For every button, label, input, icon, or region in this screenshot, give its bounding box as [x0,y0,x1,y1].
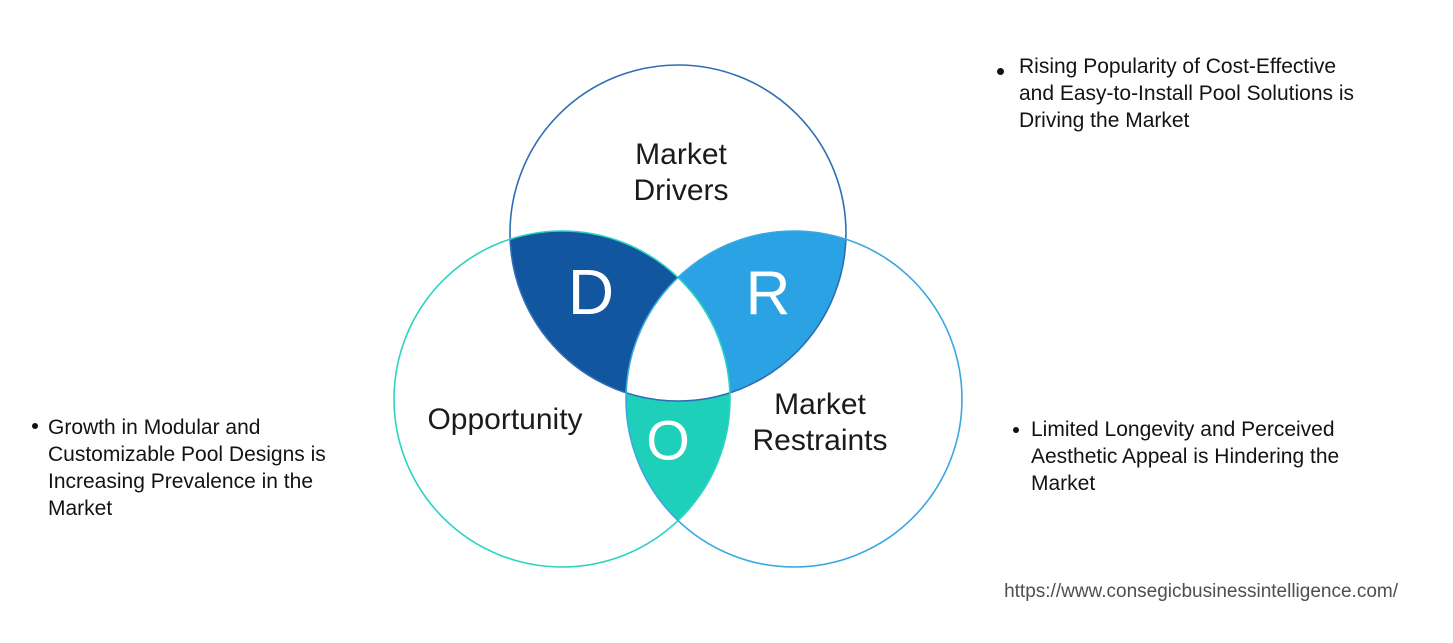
bullet-line: Limited Longevity and Perceived [1031,418,1335,441]
label-line: Restraints [752,424,888,457]
restraints-intersection-letter: R [745,259,791,329]
label-line: Opportunity [427,403,583,436]
label-line: Market [774,388,866,421]
market-restraints-label: Market Restraints [700,387,940,459]
drivers-intersection-letter: D [567,256,615,328]
restraints-circle-outline [625,230,963,568]
bullet-dot-icon [32,423,38,429]
opportunity-bullet-text: Growth in Modular and Customizable Pool … [48,414,388,522]
restraints-bullet-text: Limited Longevity and Perceived Aestheti… [1031,416,1401,497]
opportunity-label: Opportunity [385,402,625,438]
bullet-line: Growth in Modular and [48,416,261,439]
source-url: https://www.consegicbusinessintelligence… [1004,581,1398,602]
opportunity-circle-outline [393,230,731,568]
bullet-line: Driving the Market [1019,109,1190,132]
drivers-bullet-text: Rising Popularity of Cost-Effective and … [1019,53,1414,134]
bullet-line: Aesthetic Appeal is Hindering the [1031,445,1340,468]
bullet-line: Market [1031,472,1096,495]
bullet-line: Increasing Prevalence in the [48,470,313,493]
bullet-dot-icon [997,68,1004,75]
market-drivers-label: Market Drivers [561,137,801,209]
bullet-line: and Easy-to-Install Pool Solutions is [1019,82,1355,105]
bullet-line: Customizable Pool Designs is [48,443,326,466]
drivers-circle-outline [509,64,847,402]
label-line: Drivers [633,174,729,207]
bullet-line: Market [48,497,113,520]
label-line: Market [635,138,727,171]
bullet-line: Rising Popularity of Cost-Effective [1019,55,1337,78]
opportunity-intersection-letter: O [646,408,690,472]
bullet-dot-icon [1013,427,1019,433]
